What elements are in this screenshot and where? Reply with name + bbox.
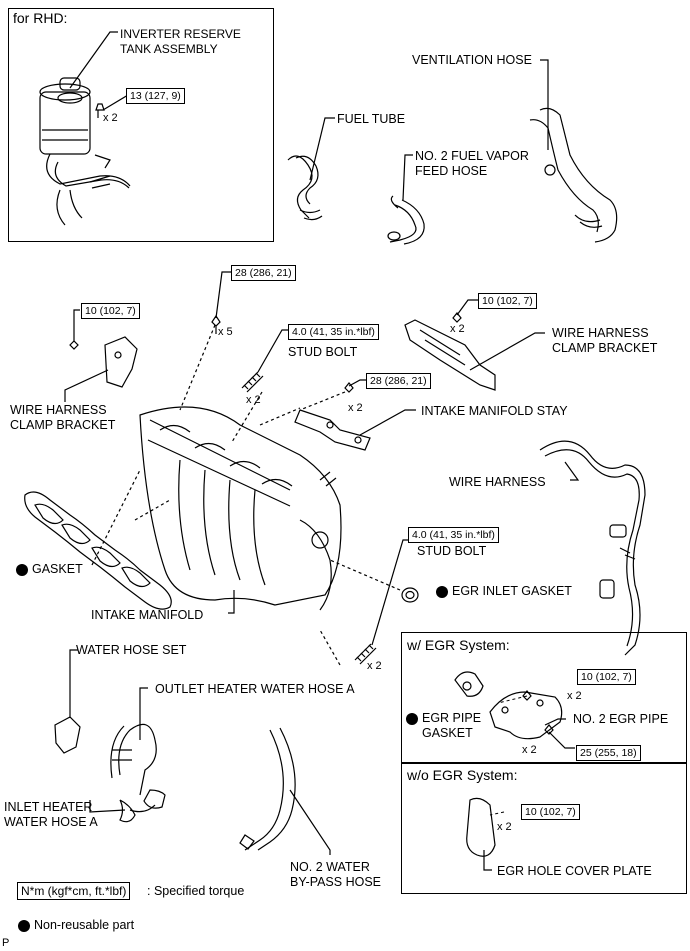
intake-manifold-label: INTAKE MANIFOLD [91, 608, 204, 622]
bolt-left-small [69, 340, 79, 350]
torque-10-left: 10 (102, 7) [81, 303, 140, 319]
clamp-bracket-right-label: WIRE HARNESS CLAMP BRACKET [552, 326, 658, 355]
vapor-hose-label: NO. 2 FUEL VAPOR FEED HOSE [415, 149, 529, 178]
qty-x2-stud-upper: x 2 [246, 394, 261, 406]
clamp-bracket-right-illustration [404, 319, 496, 391]
egr-inlet-gasket-illustration [401, 587, 419, 603]
rhd-qty: x 2 [103, 112, 118, 124]
qty-x2-egr-nut: x 2 [567, 690, 582, 702]
bypass-hose-illustration [239, 727, 296, 851]
egr-pipe-gasket-dot [406, 713, 418, 725]
corner-mark: P [2, 937, 10, 949]
inlet-heater-label: INLET HEATER WATER HOSE A [4, 800, 98, 829]
egr-inlet-dot [436, 586, 448, 598]
torque-25-egr: 25 (255, 18) [576, 745, 641, 761]
gasket-label: GASKET [32, 562, 83, 576]
stud-bolt-lower-illustration [354, 643, 377, 665]
without-egr-title: w/o EGR System: [407, 767, 518, 783]
rhd-torque-box: 13 (127, 9) [126, 88, 185, 104]
with-egr-panel [401, 632, 687, 764]
stud-bolt-label-upper: STUD BOLT [288, 345, 358, 359]
assembly-dash-lines [91, 324, 401, 666]
ventilation-hose-label: VENTILATION HOSE [412, 53, 532, 67]
rhd-title: for RHD: [13, 10, 68, 26]
torque-4-lower: 4.0 (41, 35 in.*lbf) [408, 527, 499, 543]
no2-egr-pipe-label: NO. 2 EGR PIPE [573, 712, 669, 726]
fuel-tube-label: FUEL TUBE [337, 112, 406, 126]
egr-cover-plate-label: EGR HOLE COVER PLATE [497, 864, 652, 878]
egr-pipe-gasket-label: EGR PIPE GASKET [422, 711, 482, 740]
stud-bolt-upper-illustration [241, 371, 264, 393]
torque-28-upper: 28 (286, 21) [231, 265, 296, 281]
qty-x2-clamp-right: x 2 [450, 323, 465, 335]
reserve-tank-illustration [39, 77, 131, 226]
torque-28-stay: 28 (286, 21) [366, 373, 431, 389]
egr-pipe-gasket-illustration [454, 671, 484, 697]
qty-x5: x 5 [218, 326, 233, 338]
torque-4-upper: 4.0 (41, 35 in.*lbf) [288, 324, 379, 340]
with-egr-title: w/ EGR System: [407, 637, 510, 653]
qty-x2-egr-bolt: x 2 [522, 744, 537, 756]
torque-10-right: 10 (102, 7) [478, 293, 537, 309]
clamp-bracket-left-label: WIRE HARNESS CLAMP BRACKET [10, 403, 116, 432]
intake-manifold-stay-illustration [294, 409, 371, 451]
bypass-hose-label: NO. 2 WATER BY-PASS HOSE [290, 860, 382, 889]
fuel-tube-illustration [287, 155, 323, 221]
torque-10-egr: 10 (102, 7) [577, 669, 636, 685]
qty-x2-cover: x 2 [497, 821, 512, 833]
without-egr-panel [401, 762, 687, 894]
vapor-hose-illustration [387, 195, 425, 245]
intake-manifold-stay-label: INTAKE MANIFOLD STAY [421, 404, 568, 418]
qty-x2-stud-lower: x 2 [367, 660, 382, 672]
gasket-illustration [24, 491, 172, 610]
rhd-panel [8, 8, 274, 242]
gasket-nonreusable-dot [16, 564, 28, 576]
tank-leader [69, 31, 118, 89]
egr-pipe-illustration [489, 691, 563, 740]
ventilation-hose-illustration [529, 107, 618, 243]
intake-manifold-illustration [139, 406, 342, 611]
legend-torque-text: : Specified torque [147, 884, 245, 898]
egr-cover-plate-illustration [466, 797, 496, 857]
legend-nonreusable-dot [18, 920, 30, 932]
wire-harness-illustration [539, 440, 646, 656]
stud-bolt-label-lower: STUD BOLT [417, 544, 487, 558]
torque-10-cover: 10 (102, 7) [521, 804, 580, 820]
wire-harness-label: WIRE HARNESS [449, 475, 546, 489]
water-hose-set-label: WATER HOSE SET [76, 643, 187, 657]
legend-torque-box: N*m (kgf*cm, ft.*lbf) [17, 882, 131, 900]
qty-x2-stay: x 2 [348, 402, 363, 414]
rhd-bolt [95, 103, 105, 118]
tank-label: INVERTER RESERVE TANK ASSEMBLY [120, 27, 241, 56]
outlet-heater-label: OUTLET HEATER WATER HOSE A [155, 682, 355, 696]
clamp-bracket-left-illustration [104, 336, 138, 388]
legend-nonreusable-text: Non-reusable part [34, 918, 135, 932]
egr-inlet-gasket-label: EGR INLET GASKET [452, 584, 572, 598]
